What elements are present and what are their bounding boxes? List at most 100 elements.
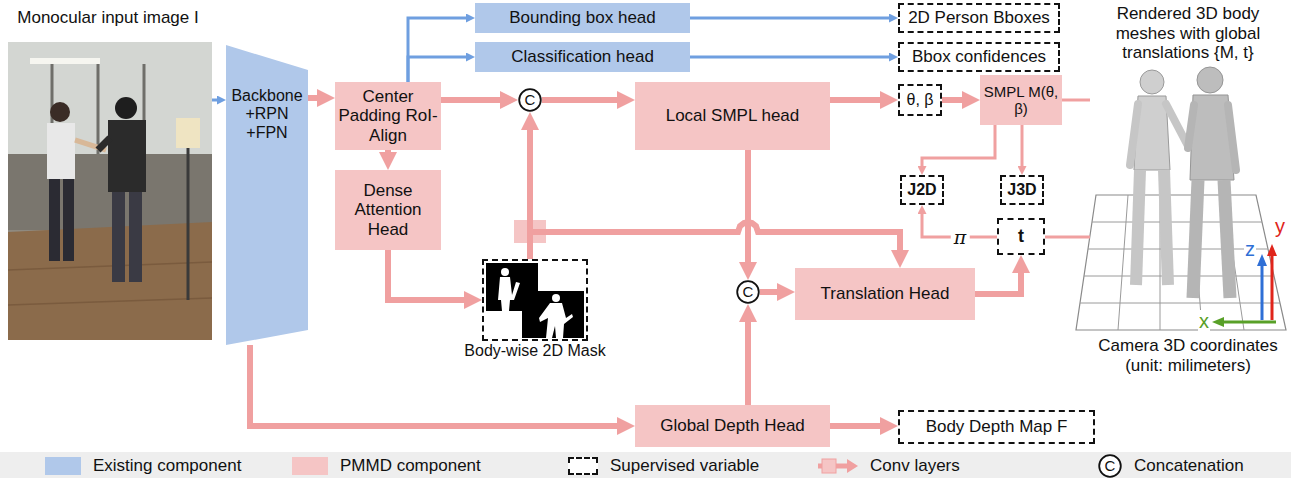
- legend-text: Concatenation: [1134, 456, 1244, 476]
- connector-arrow: [385, 150, 391, 161]
- z-axis-head: [1257, 254, 1267, 266]
- connector-arrow: [830, 97, 889, 103]
- mesh-head: [1140, 70, 1164, 94]
- ground-grid: [1076, 195, 1286, 330]
- supervised-box: J2D: [900, 175, 944, 205]
- node-text: Dense Attention Head: [338, 181, 438, 240]
- grid-line: [1084, 276, 1274, 277]
- photo-floor: [8, 222, 212, 340]
- connector-arrow: [408, 18, 471, 82]
- x-axis-head: [1212, 317, 1224, 327]
- photo-plank: [8, 262, 212, 270]
- connector-arrow: [542, 97, 626, 103]
- connector-arrow: [942, 97, 971, 103]
- connector-arrow: [690, 56, 894, 59]
- connector-arrow: [1021, 125, 1024, 171]
- mask-node: Body-wise 2D Mask: [482, 259, 588, 341]
- supervised-box: Body Depth Map F: [898, 410, 1095, 444]
- node-text: θ, β: [907, 91, 934, 109]
- backbone-shape: [226, 45, 308, 345]
- connector-arrow: [760, 289, 786, 295]
- mesh-arm: [1228, 105, 1236, 170]
- node-text: 2D Person Bboxes: [908, 8, 1050, 28]
- process-box: Translation Head: [795, 268, 975, 320]
- photo-person-leg: [63, 179, 74, 261]
- node-text: Center Padding RoI-Align: [338, 87, 438, 146]
- mesh-render-node: Rendered 3D body meshes with global tran…: [1090, 2, 1286, 332]
- node-text: C: [743, 283, 754, 300]
- photo-person-body: [108, 120, 146, 192]
- connector-arrow: [441, 97, 509, 103]
- legend-text: PMMD component: [340, 456, 481, 476]
- process-box: Global Depth Head: [635, 405, 830, 447]
- concat-circle: C: [736, 280, 760, 304]
- z-axis: [1261, 264, 1264, 320]
- process-box: Dense Attention Head: [335, 170, 441, 250]
- input-photo-node: Monocular input image I: [4, 6, 212, 343]
- connector-arrow: [830, 423, 889, 429]
- input-photo: [8, 42, 212, 340]
- grid-line: [1092, 222, 1262, 223]
- photo-mullion: [97, 64, 100, 154]
- legend-symbol-text: C: [1098, 454, 1122, 478]
- mask-silhouette: [498, 277, 520, 311]
- process-box: Center Padding RoI-Align: [335, 82, 441, 150]
- head-box: Bounding box head: [475, 3, 690, 33]
- legend-item: Existing component: [45, 454, 241, 478]
- axis-label: y: [1274, 215, 1286, 238]
- node-text: Bbox confidences: [912, 47, 1046, 67]
- legend-bar: [0, 452, 1291, 478]
- legend-conv-sample: [818, 456, 858, 476]
- photo-light: [30, 58, 100, 64]
- mesh-arm: [1130, 104, 1138, 165]
- photo-person-leg: [112, 192, 125, 282]
- photo-person-arm: [98, 138, 110, 150]
- connector-arrow: [690, 17, 894, 20]
- node-text: Rendered 3D body meshes with global tran…: [1093, 4, 1283, 63]
- node-text: Global Depth Head: [660, 416, 805, 436]
- connector-arrow: [388, 250, 473, 300]
- legend-item: C Concatenation: [1098, 454, 1244, 478]
- mesh-head: [1197, 67, 1223, 93]
- node-text: SMPL M(θ, β): [983, 83, 1059, 118]
- node-text: J2D: [907, 181, 936, 199]
- legend-item: PMMD component: [292, 454, 481, 478]
- connector-arrow: [530, 222, 900, 259]
- photo-lamp-pole: [187, 148, 190, 300]
- smpl-box: SMPL M(θ, β): [980, 75, 1062, 125]
- node-text: Classification head: [511, 47, 654, 67]
- mesh-leg: [1164, 170, 1168, 285]
- grid-line: [1088, 249, 1268, 250]
- grid-line: [1080, 303, 1280, 304]
- connector-arrow: [922, 125, 995, 171]
- photo-person-leg: [49, 179, 60, 261]
- legend-item: Conv layers: [818, 454, 960, 478]
- process-box: Local SMPL head: [635, 82, 830, 150]
- mesh-leg: [1136, 170, 1140, 285]
- legend-conv-box: [822, 459, 836, 473]
- connector-arrow: [975, 264, 1021, 294]
- node-text: Monocular input image I: [17, 8, 198, 28]
- photo-plank: [8, 298, 212, 305]
- mesh-leg: [1193, 180, 1198, 298]
- node-text: Bounding box head: [509, 8, 656, 28]
- node-text: Backbone +RPN +FPN: [231, 87, 302, 142]
- legend-swatch: [292, 457, 328, 475]
- x-axis: [1222, 321, 1276, 324]
- mesh-arm: [1188, 105, 1194, 148]
- y-axis: [1271, 256, 1274, 320]
- connector-arrow: [745, 313, 751, 405]
- photo-lamp: [176, 118, 200, 148]
- caption-note: Camera 3D coordinates (unit: milimeters): [1088, 336, 1288, 375]
- node-text: t: [1018, 226, 1024, 247]
- legend-text: Existing component: [93, 456, 241, 476]
- node-text: Local SMPL head: [666, 106, 800, 126]
- concat-circle: C: [518, 88, 542, 112]
- axis-label: x: [1198, 310, 1210, 333]
- node-text: Translation Head: [821, 284, 950, 304]
- legend-dashed-sample: [568, 457, 598, 475]
- legend-swatch: [45, 457, 81, 475]
- mask-silhouette: [501, 268, 509, 276]
